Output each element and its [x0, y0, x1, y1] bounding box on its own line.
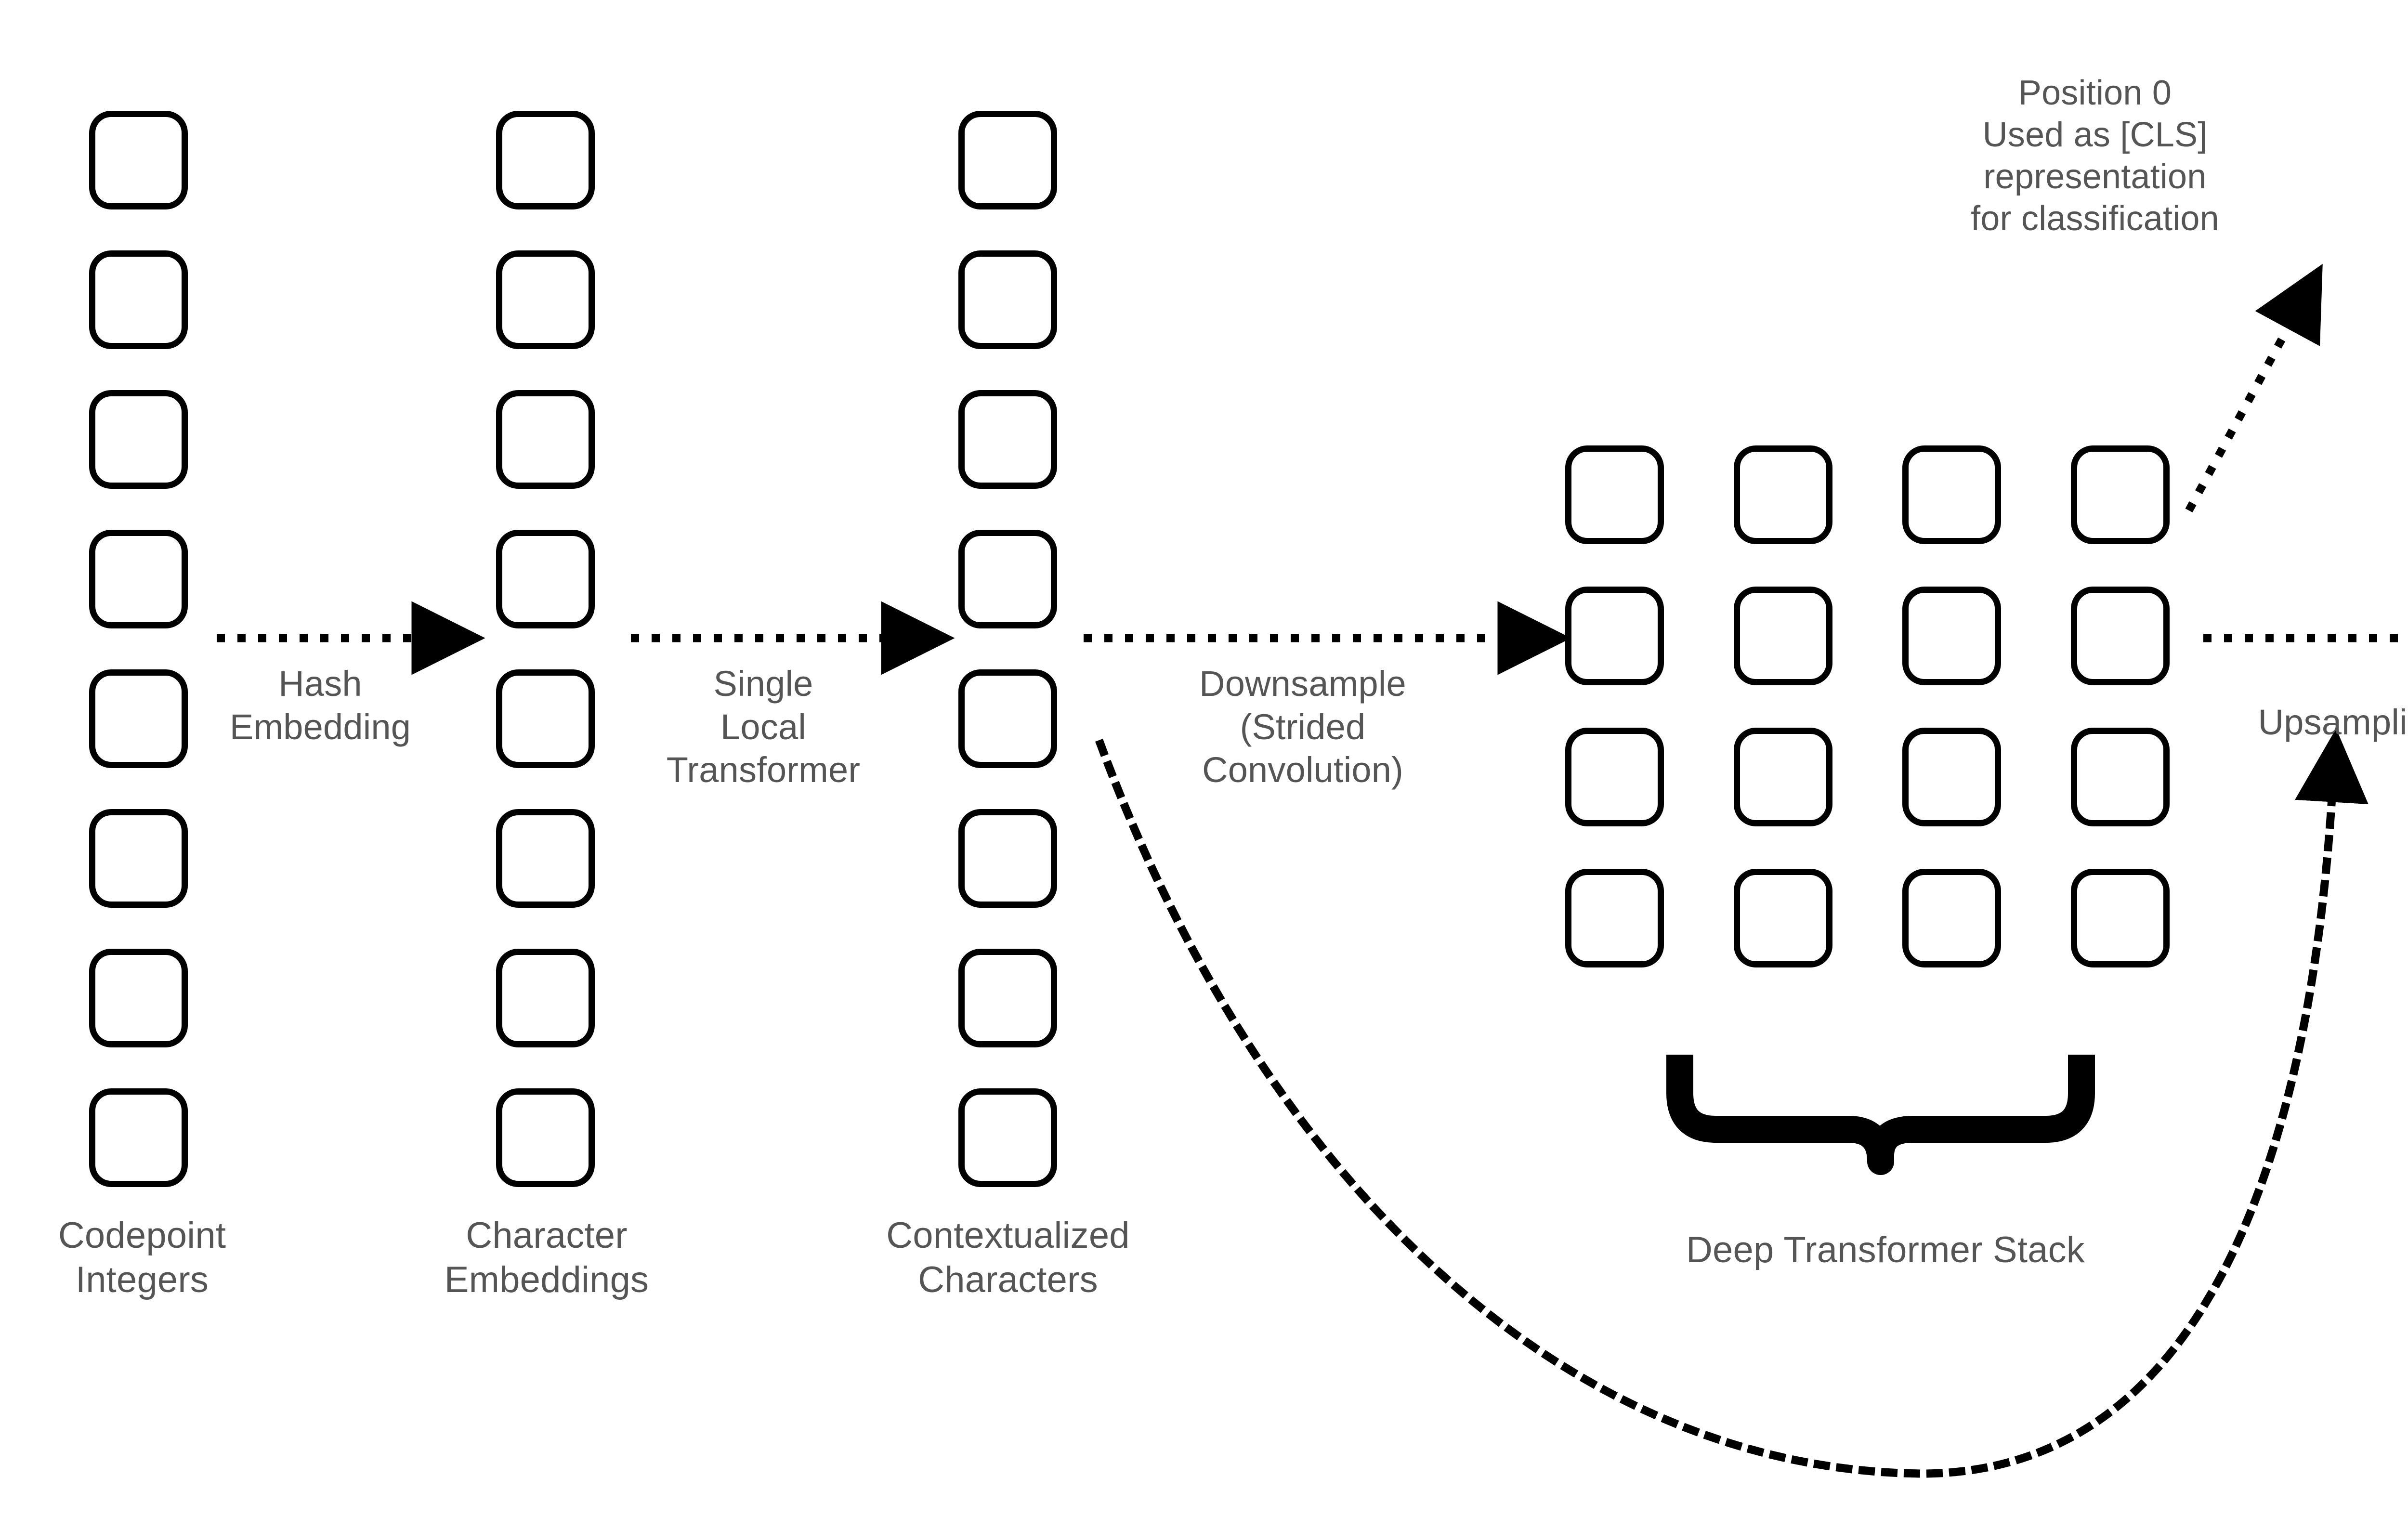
cell-ctxchar-0	[958, 111, 1057, 209]
cell-stack-r0c1	[1734, 445, 1832, 544]
cell-ctxchar-6	[958, 949, 1057, 1047]
annotation-position-zero: Position 0 Used as [CLS] representation …	[1971, 74, 2219, 238]
cell-stack-r1c0	[1565, 587, 1664, 685]
arrow-residual-skip	[1095, 728, 2369, 1478]
cell-stack-r2c3	[2071, 728, 2170, 826]
deep-stack-brace	[1666, 1055, 2095, 1175]
cell-charemb-0	[496, 111, 595, 209]
cell-charemb-3	[496, 530, 595, 628]
cell-stack-r1c3	[2071, 587, 2170, 685]
cell-stack-r2c1	[1734, 728, 1832, 826]
cell-charemb-4	[496, 669, 595, 768]
cell-ctxchar-2	[958, 390, 1057, 489]
cell-codepoint-3	[89, 530, 188, 628]
cell-codepoint-0	[89, 111, 188, 209]
arrow-cls-pointer	[2185, 263, 2323, 513]
cell-charemb-2	[496, 390, 595, 489]
cell-stack-r3c1	[1734, 869, 1832, 967]
cell-charemb-5	[496, 809, 595, 908]
cell-stack-r2c0	[1565, 728, 1664, 826]
label-single-local-transformer: Single Local Transformer	[666, 664, 861, 790]
label-upsampling: Upsampling	[2258, 702, 2408, 742]
cell-ctxchar-3	[958, 530, 1057, 628]
caption-character-embeddings: Character Embeddings	[444, 1215, 649, 1300]
cell-ctxchar-4	[958, 669, 1057, 768]
cell-stack-r3c2	[1902, 869, 2001, 967]
cell-charemb-6	[496, 949, 595, 1047]
cell-stack-r2c2	[1902, 728, 2001, 826]
cell-codepoint-2	[89, 390, 188, 489]
cell-stack-r0c0	[1565, 445, 1664, 544]
caption-codepoint-integers: Codepoint Integers	[58, 1215, 226, 1300]
cell-codepoint-6	[89, 949, 188, 1047]
cell-codepoint-1	[89, 250, 188, 349]
cell-codepoint-7	[89, 1088, 188, 1187]
caption-contextualized-characters: Contextualized Characters	[886, 1215, 1130, 1300]
cell-charemb-7	[496, 1088, 595, 1187]
cell-charemb-1	[496, 250, 595, 349]
cell-stack-r1c1	[1734, 587, 1832, 685]
cell-stack-r0c2	[1902, 445, 2001, 544]
cell-ctxchar-1	[958, 250, 1057, 349]
cell-codepoint-5	[89, 809, 188, 908]
cell-ctxchar-7	[958, 1088, 1057, 1187]
label-downsample: Downsample (Strided Convolution)	[1199, 664, 1406, 790]
cell-stack-r0c3	[2071, 445, 2170, 544]
caption-deep-transformer-stack: Deep Transformer Stack	[1686, 1229, 2085, 1270]
cell-stack-r1c2	[1902, 587, 2001, 685]
cell-ctxchar-5	[958, 809, 1057, 908]
label-hash-embedding: Hash Embedding	[229, 664, 411, 747]
cell-stack-r3c0	[1565, 869, 1664, 967]
cell-stack-r3c3	[2071, 869, 2170, 967]
cell-codepoint-4	[89, 669, 188, 768]
